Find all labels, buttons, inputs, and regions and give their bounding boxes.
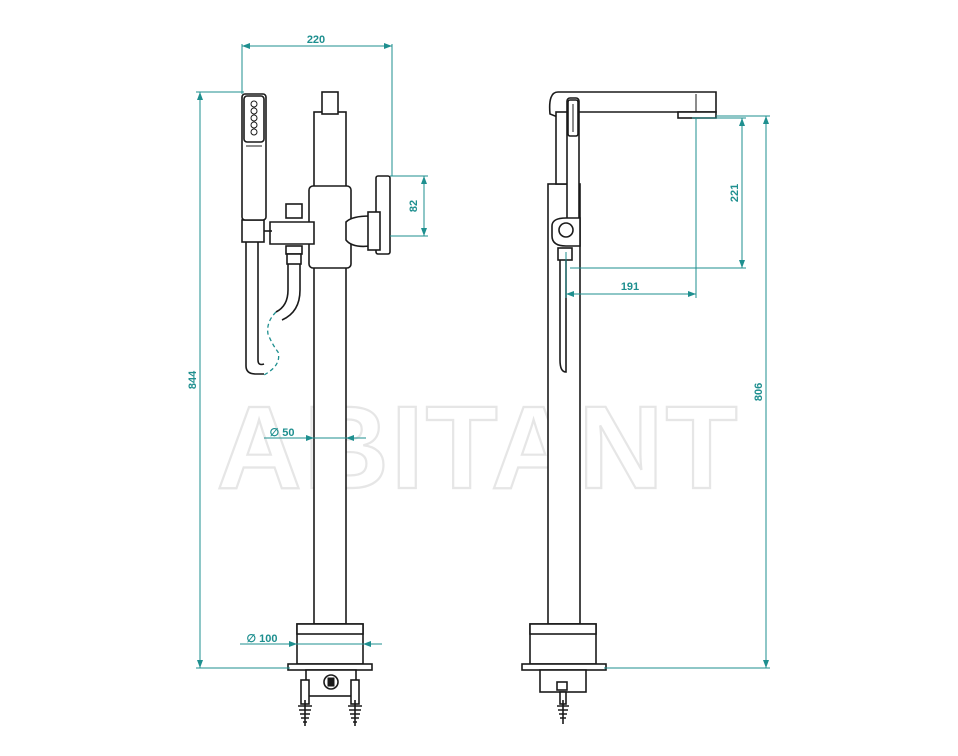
dim-spout-drop: 221 [729,184,741,202]
dim-width-total: 220 [307,34,325,46]
dim-overall-height: 844 [187,370,199,389]
front-shower-nozzles [250,100,258,136]
dim-spout-outlet-height: 806 [753,383,765,401]
side-floor-flange [521,663,607,671]
dim-column-diameter: ∅ 50 [270,427,295,439]
side-base-collar [529,623,597,635]
front-anchor-bolt-left [298,679,312,726]
front-shower-hose-inner [257,242,265,366]
front-hose-nut [286,253,302,265]
front-dimensions: 220 82 844 ∅ 50 ∅ 100 [187,34,428,669]
front-diverter-arm [269,221,315,245]
front-lever-cap [367,211,381,251]
dim-base-diameter: ∅ 100 [247,633,278,645]
front-box-port-inner [327,677,335,687]
side-anchor-bolt [557,691,569,724]
side-hose [559,260,567,373]
front-shower-head [243,95,265,143]
watermark-text: ABITANT [216,382,739,514]
side-dimensions: 221 191 806 [565,115,770,669]
front-hose-dashed [261,311,280,377]
front-floor-flange [287,663,373,671]
front-shower-holder [241,219,265,243]
front-view [241,91,391,726]
front-hose-connector [285,245,303,255]
front-shower-hose [245,242,264,375]
front-mixer-body [308,185,352,269]
side-hose-connector [557,247,573,261]
side-holder-knob [558,222,574,238]
side-spout-outlet [677,111,717,119]
front-lever-arm [345,215,371,248]
dim-control-height: 82 [408,200,420,212]
side-view [521,91,717,724]
front-diverter-knob [285,203,303,219]
front-hose-tube-inner [281,264,301,321]
front-base-collar [296,623,364,635]
side-box-port [556,681,568,691]
front-hose-tube [275,264,289,313]
dim-spout-reach: 191 [621,281,639,293]
front-anchor-bolt-right [348,679,362,726]
front-spout-top [321,91,339,115]
